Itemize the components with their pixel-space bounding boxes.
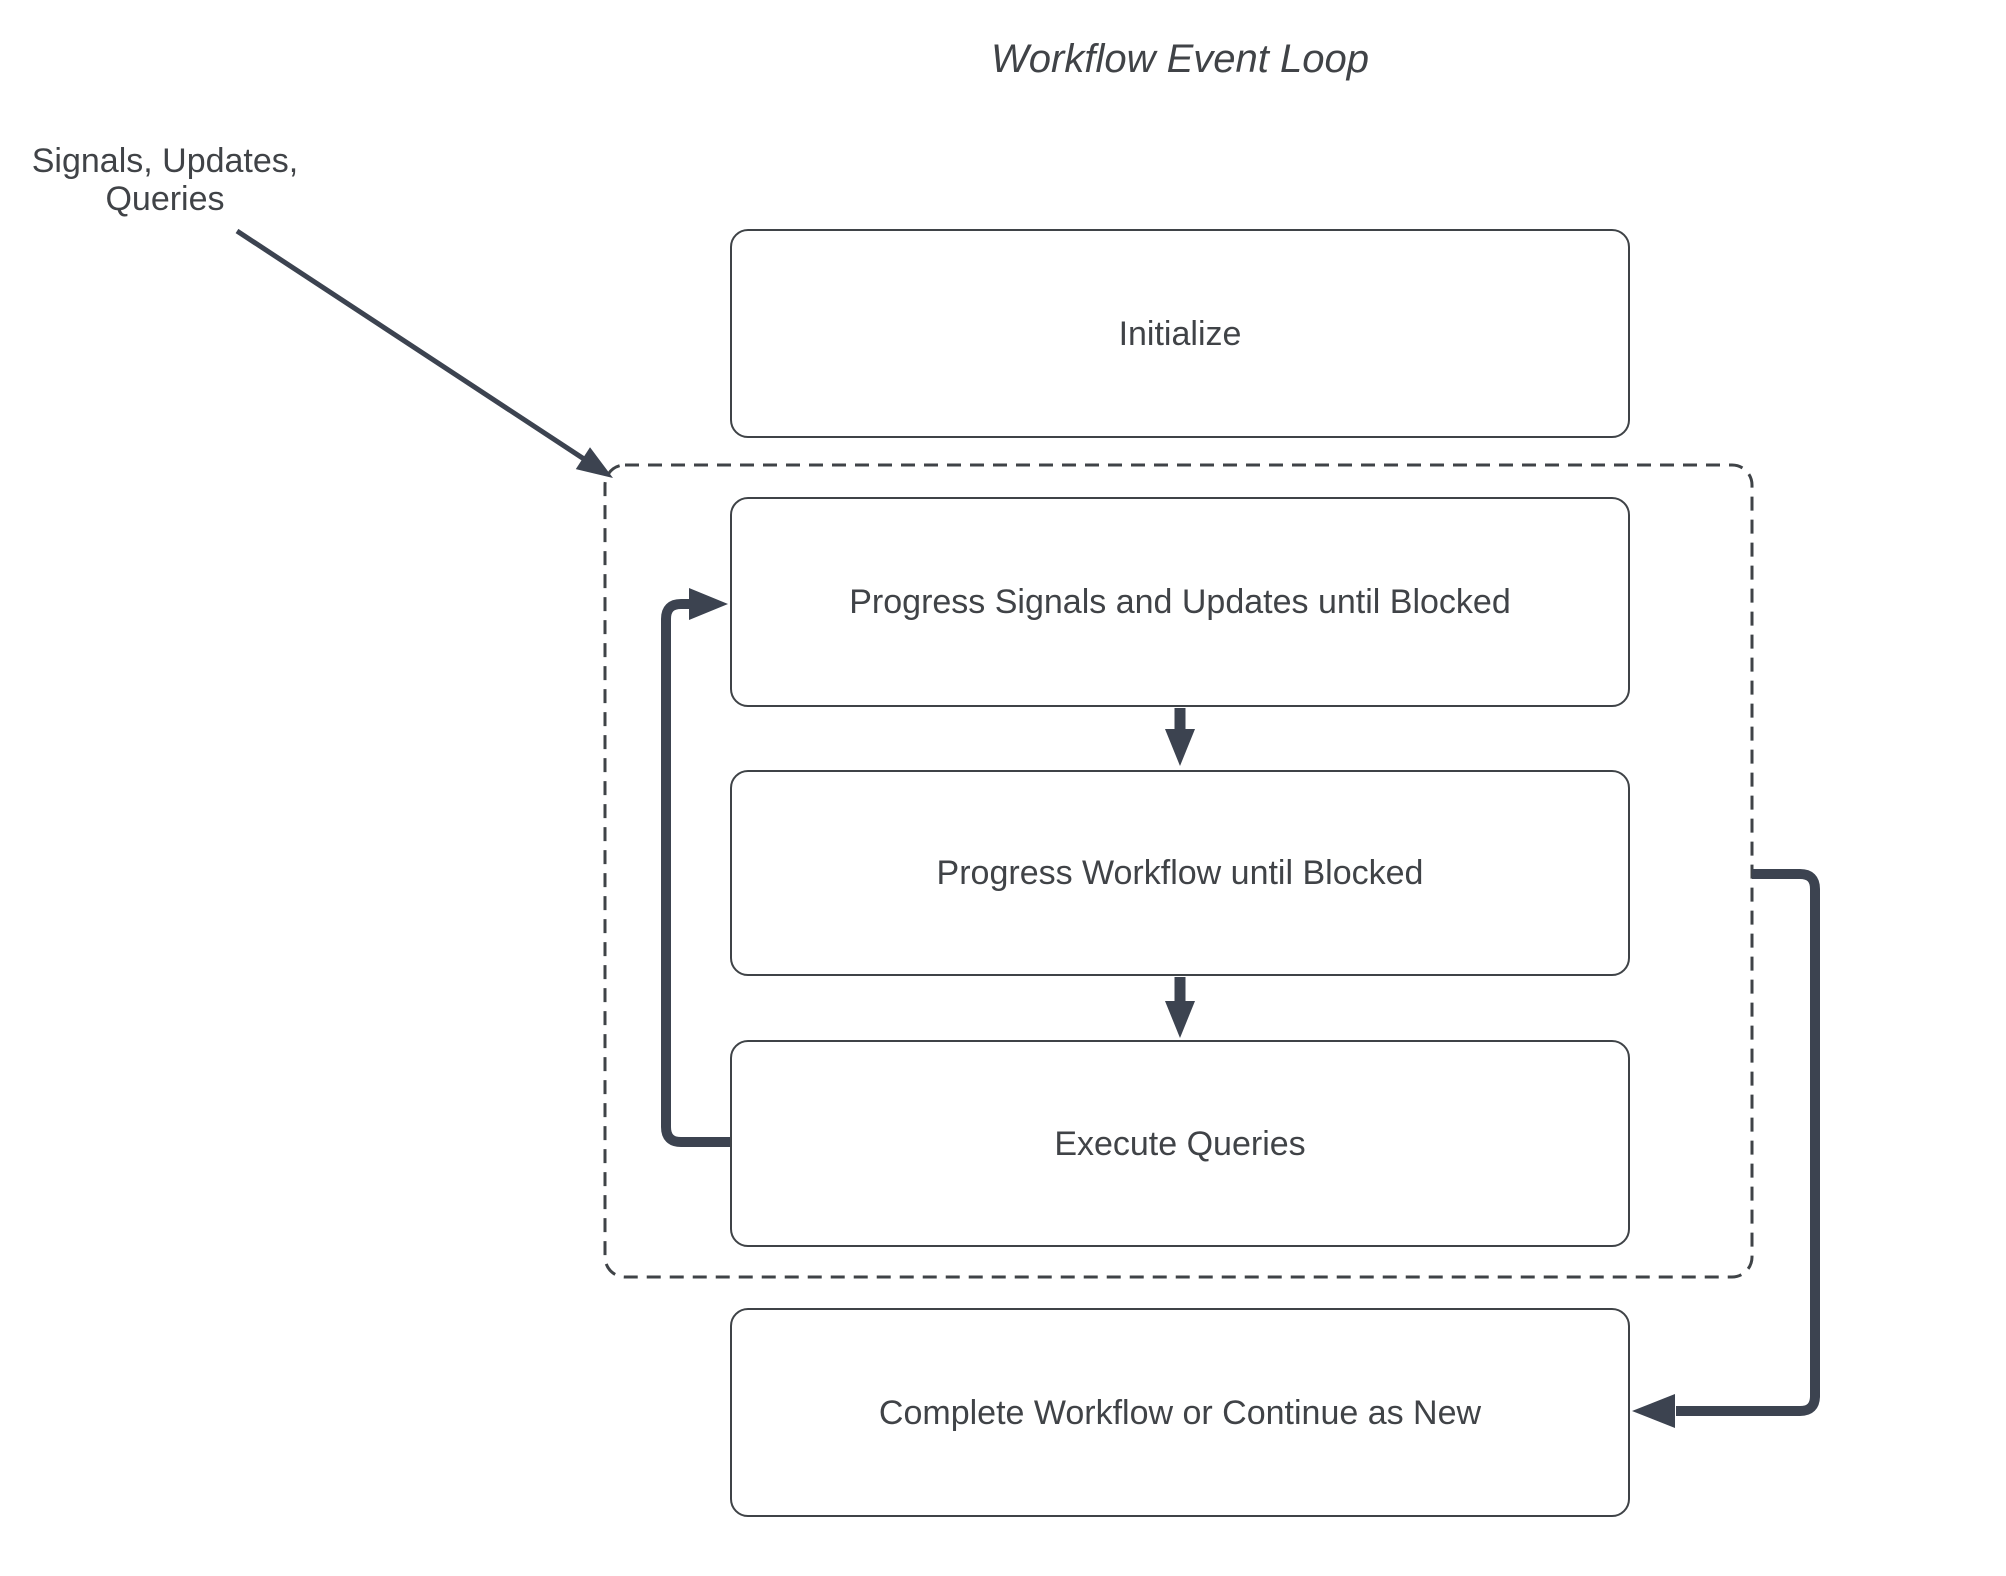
- connector-workflow-to-queries: [1165, 977, 1195, 1038]
- node-complete-or-continue: Complete Workflow or Continue as New: [730, 1308, 1630, 1517]
- node-initialize: Initialize: [730, 229, 1630, 438]
- connector-loop-to-complete: [1632, 869, 1820, 1428]
- node-progress-signals-updates: Progress Signals and Updates until Block…: [730, 497, 1630, 707]
- diagram-title: Workflow Event Loop: [991, 37, 1369, 81]
- node-execute-queries: Execute Queries: [730, 1040, 1630, 1247]
- annotation-signals-updates-queries: Signals, Updates, Queries: [31, 142, 299, 218]
- connector-signals-to-workflow: [1165, 708, 1195, 766]
- connector-signals-into-loop: [235, 228, 613, 478]
- node-progress-workflow: Progress Workflow until Blocked: [730, 770, 1630, 976]
- connector-queries-back-to-signals: [661, 588, 730, 1147]
